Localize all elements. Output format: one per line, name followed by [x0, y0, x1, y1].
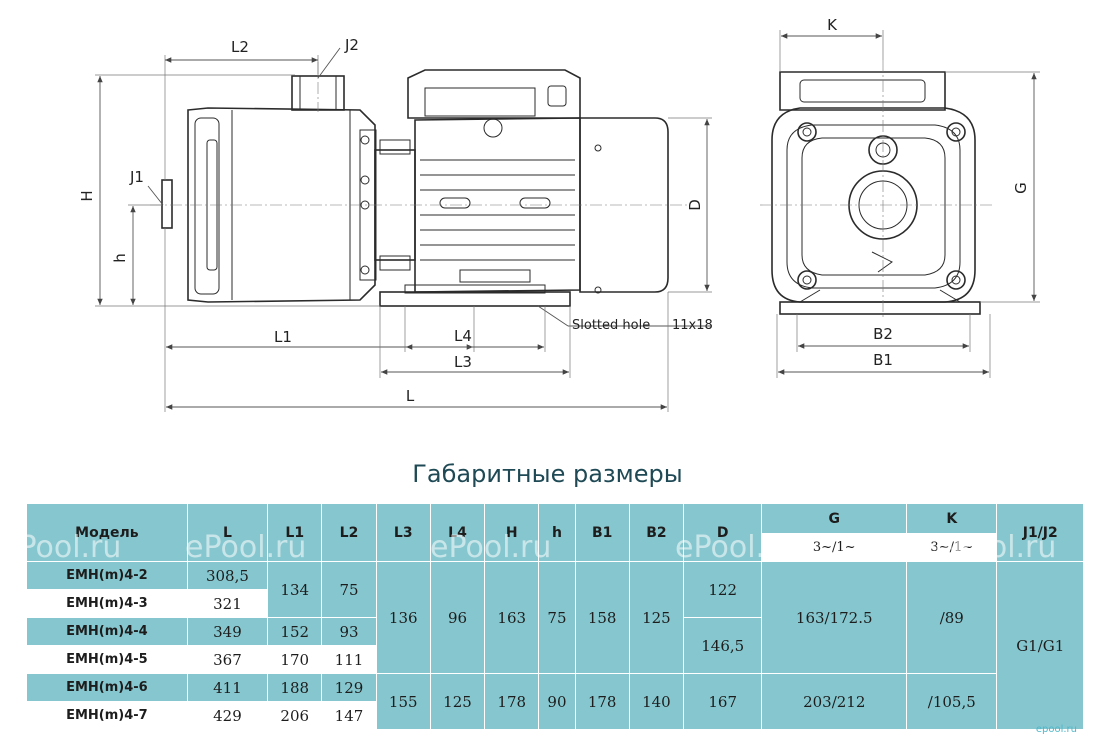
label-L4: L4 [454, 327, 472, 345]
h-cell: 75 [538, 561, 576, 674]
corner-watermark: epool.ru [1035, 724, 1077, 735]
L2-cell: 147 [321, 701, 377, 730]
B1-cell: 158 [574, 561, 630, 674]
model-cell: EMH(m)4-3 [26, 589, 188, 618]
header-h: h [538, 503, 576, 562]
K-cell: /105,5 [906, 673, 998, 730]
label-B1: B1 [873, 351, 893, 369]
L2-cell: 129 [321, 673, 377, 702]
dimensions-table: Модель L L1 L2 L3 L4 H h B1 B2 D G K J1/… [26, 503, 1084, 730]
technical-drawing: L2 J2 J1 H h D Slotted hole 11x18 L1 [78, 16, 1040, 412]
L1-cell: 134 [267, 561, 323, 618]
model-cell: EMH(m)4-4 [26, 617, 188, 646]
subheader-G: 3~/1~ [761, 533, 908, 562]
J-cell: G1/G1 [996, 561, 1084, 730]
B1-cell: 178 [574, 673, 630, 730]
label-L: L [406, 387, 415, 405]
model-cell: EMH(m)4-6 [26, 673, 188, 702]
header-H: H [484, 503, 540, 562]
front-view-dimensions: K G B2 B1 [776, 16, 1040, 378]
D-cell: 167 [683, 673, 763, 730]
model-cell: EMH(m)4-2 [26, 561, 188, 590]
L3-cell: 155 [375, 673, 431, 730]
page-title: Габаритные размеры [412, 460, 683, 488]
L-cell: 367 [186, 645, 269, 674]
label-D: D [686, 199, 704, 211]
L1-cell: 170 [267, 645, 323, 674]
label-J1: J1 [129, 168, 144, 186]
label-J2: J2 [344, 36, 359, 54]
K-cell: /89 [906, 561, 998, 674]
G-cell: 203/212 [761, 673, 908, 730]
label-B2: B2 [873, 325, 893, 343]
label-slotted-hole: Slotted hole [572, 318, 650, 333]
header-J1-J2: J1/J2 [996, 503, 1084, 562]
pump-side-view [150, 62, 690, 307]
label-L1: L1 [274, 328, 292, 346]
B2-cell: 125 [628, 561, 685, 674]
L-cell: 429 [186, 701, 269, 730]
label-K: K [827, 16, 838, 34]
L3-cell: 136 [375, 561, 431, 674]
B2-cell: 140 [628, 673, 685, 730]
label-h: h [111, 253, 129, 263]
header-L2: L2 [321, 503, 377, 562]
header-L4: L4 [429, 503, 486, 562]
side-view-dimensions: L2 J2 J1 H h D Slotted hole 11x18 L1 [78, 36, 713, 412]
h-cell: 90 [538, 673, 576, 730]
H-cell: 178 [484, 673, 540, 730]
D-cell: 146,5 [683, 617, 763, 674]
label-L2: L2 [231, 38, 249, 56]
D-cell: 122 [683, 561, 763, 618]
header-K: K [906, 503, 998, 534]
header-B2: B2 [628, 503, 685, 562]
H-cell: 163 [484, 561, 540, 674]
L2-cell: 93 [321, 617, 377, 646]
L2-cell: 75 [321, 561, 377, 618]
label-slot-size: 11x18 [672, 318, 713, 333]
header-B1: B1 [574, 503, 630, 562]
L1-cell: 152 [267, 617, 323, 646]
label-H: H [78, 190, 96, 201]
header-G: G [761, 503, 908, 534]
G-cell: 163/172.5 [761, 561, 908, 674]
L4-cell: 96 [429, 561, 486, 674]
model-cell: EMH(m)4-7 [26, 701, 188, 730]
header-D: D [683, 503, 763, 562]
pump-front-view [760, 60, 995, 320]
L-cell: 321 [186, 589, 269, 618]
L-cell: 349 [186, 617, 269, 646]
header-L: L [186, 503, 269, 562]
L1-cell: 188 [267, 673, 323, 702]
header-model: Модель [26, 503, 188, 562]
L4-cell: 125 [429, 673, 486, 730]
L2-cell: 111 [321, 645, 377, 674]
L-cell: 308,5 [186, 561, 269, 590]
label-L3: L3 [454, 353, 472, 371]
header-L3: L3 [375, 503, 431, 562]
L-cell: 411 [186, 673, 269, 702]
label-G: G [1012, 182, 1030, 194]
header-L1: L1 [267, 503, 323, 562]
subheader-K: 3~/1~ [906, 533, 998, 562]
L1-cell: 206 [267, 701, 323, 730]
model-cell: EMH(m)4-5 [26, 645, 188, 674]
